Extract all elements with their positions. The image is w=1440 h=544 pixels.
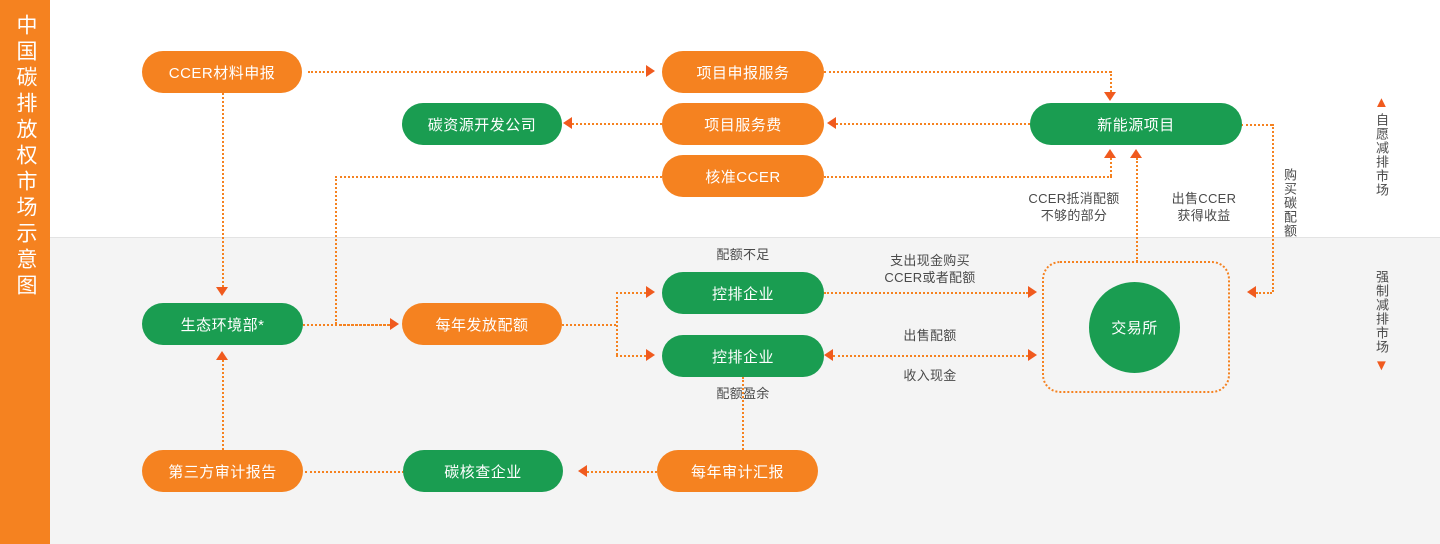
node-annual-audit-report[interactable]: 每年审计汇报 xyxy=(657,450,818,492)
node-label: 生态环境部* xyxy=(180,316,265,334)
label-sell-quota: 出售配额 xyxy=(903,328,957,343)
node-label: 项目申报服务 xyxy=(696,64,790,82)
node-label: 碳资源开发公司 xyxy=(427,116,537,134)
arrowhead-into-new-energy-top xyxy=(1104,92,1116,101)
edge-verification-to-third-party xyxy=(305,471,404,473)
node-new-energy-project[interactable]: 新能源项目 xyxy=(1030,103,1242,145)
edge-exchange-up-to-new-energy xyxy=(1136,158,1138,262)
node-ministry-environment[interactable]: 生态环境部* xyxy=(142,303,303,345)
arrowhead-to-carbon-company xyxy=(563,117,572,129)
node-project-declaration-service[interactable]: 项目申报服务 xyxy=(662,51,824,93)
node-ccer-material[interactable]: CCER材料申报 xyxy=(142,51,302,93)
edge-carbon-company-down xyxy=(335,176,337,324)
edge-declaration-service-down xyxy=(1110,71,1112,92)
arrowhead-to-ministry xyxy=(216,287,228,296)
arrowhead-to-declaration-service xyxy=(646,65,655,77)
edge-declaration-service-right xyxy=(824,71,1111,73)
edge-new-energy-down xyxy=(1272,124,1274,292)
edge-carbon-company-left xyxy=(335,176,662,178)
node-controlled-enterprise-1[interactable]: 控排企业 xyxy=(662,272,824,314)
arrowhead-into-exchange-right xyxy=(1247,286,1256,298)
edge-ministry-to-annual-quota xyxy=(303,324,389,326)
node-label: 交易所 xyxy=(1111,320,1158,337)
arrowhead-service-fee-in xyxy=(827,117,836,129)
edge-ccer-material-down xyxy=(222,93,224,287)
arrowhead-into-enterprise2 xyxy=(824,349,833,361)
arrowhead-to-enterprise-1 xyxy=(646,286,655,298)
node-label: 项目服务费 xyxy=(704,116,782,134)
node-label: 核准CCER xyxy=(705,168,781,186)
edge-into-exchange-right xyxy=(1256,292,1272,294)
edge-branch-to-enterprise-2 xyxy=(616,355,646,357)
edge-branch-to-enterprise-1 xyxy=(616,292,646,294)
edge-annual-quota-right xyxy=(562,324,616,326)
edge-audit-to-verification xyxy=(587,471,657,473)
label-pay-cash-buy: 支出现金购买 CCER或者配额 xyxy=(884,253,976,285)
arrowhead-to-enterprise-2 xyxy=(646,349,655,361)
mandatory-market-down-arrow: ▼ xyxy=(1374,357,1389,374)
edge-new-energy-to-service-fee xyxy=(836,123,1030,125)
edge-exchange-enterprise2 xyxy=(833,355,1028,357)
label-quota-surplus: 配额盈余 xyxy=(716,386,770,401)
edge-approved-ccer-right xyxy=(824,176,1112,178)
node-label: 第三方审计报告 xyxy=(168,463,277,481)
node-exchange[interactable]: 交易所 xyxy=(1089,282,1180,373)
node-controlled-enterprise-2[interactable]: 控排企业 xyxy=(662,335,824,377)
title-rail: 中国碳排放权市场示意图 xyxy=(0,0,50,544)
node-project-service-fee[interactable]: 项目服务费 xyxy=(662,103,824,145)
edge-ccer-material-to-declaration-service xyxy=(308,71,644,73)
mandatory-market-label: 强制减排市场 xyxy=(1374,270,1389,354)
label-buy-carbon-quota: 购买碳配额 xyxy=(1282,168,1297,238)
label-ccer-offset-shortfall: CCER抵消配额 不够的部分 xyxy=(1028,191,1120,223)
page-title: 中国碳排放权市场示意图 xyxy=(14,14,37,300)
node-label: 每年审计汇报 xyxy=(690,463,784,481)
node-carbon-resource-company[interactable]: 碳资源开发公司 xyxy=(402,103,562,145)
exchange-boundary-box xyxy=(1042,261,1230,393)
edge-annual-quota-branch xyxy=(616,292,618,355)
edge-enterprise2-down-to-audit xyxy=(742,377,744,450)
node-annual-quota[interactable]: 每年发放配额 xyxy=(402,303,562,345)
voluntary-market-up-arrow: ▲ xyxy=(1374,94,1389,111)
edge-approved-ccer-up xyxy=(1110,158,1112,176)
arrowhead-into-ministry-bottom xyxy=(216,351,228,360)
node-label: 每年发放配额 xyxy=(435,316,529,334)
label-sell-ccer-gain: 出售CCER 获得收益 xyxy=(1171,191,1237,223)
edge-new-energy-right xyxy=(1241,124,1272,126)
arrowhead-to-annual-quota xyxy=(390,318,399,330)
node-third-party-audit-report[interactable]: 第三方审计报告 xyxy=(142,450,303,492)
arrowhead-into-new-energy-bottom-left xyxy=(1104,149,1116,158)
edge-third-party-up xyxy=(222,360,224,450)
node-label: 控排企业 xyxy=(711,348,774,366)
edge-service-fee-to-carbon-company xyxy=(572,123,662,125)
label-receive-cash: 收入现金 xyxy=(903,368,957,383)
node-label: 碳核查企业 xyxy=(444,463,522,481)
arrowhead-into-new-energy-bottom-right xyxy=(1130,149,1142,158)
arrowhead-into-exchange-bottom xyxy=(1028,349,1037,361)
node-carbon-verification-company[interactable]: 碳核查企业 xyxy=(403,450,563,492)
edge-enterprise1-to-exchange xyxy=(824,292,1028,294)
arrowhead-into-exchange-top xyxy=(1028,286,1037,298)
node-approved-ccer[interactable]: 核准CCER xyxy=(662,155,824,197)
voluntary-market-label: 自愿减排市场 xyxy=(1374,113,1389,197)
node-label: CCER材料申报 xyxy=(168,64,276,82)
arrowhead-to-verification xyxy=(578,465,587,477)
node-label: 控排企业 xyxy=(711,285,774,303)
node-label: 新能源项目 xyxy=(1097,116,1175,134)
label-quota-shortage: 配额不足 xyxy=(716,247,770,262)
